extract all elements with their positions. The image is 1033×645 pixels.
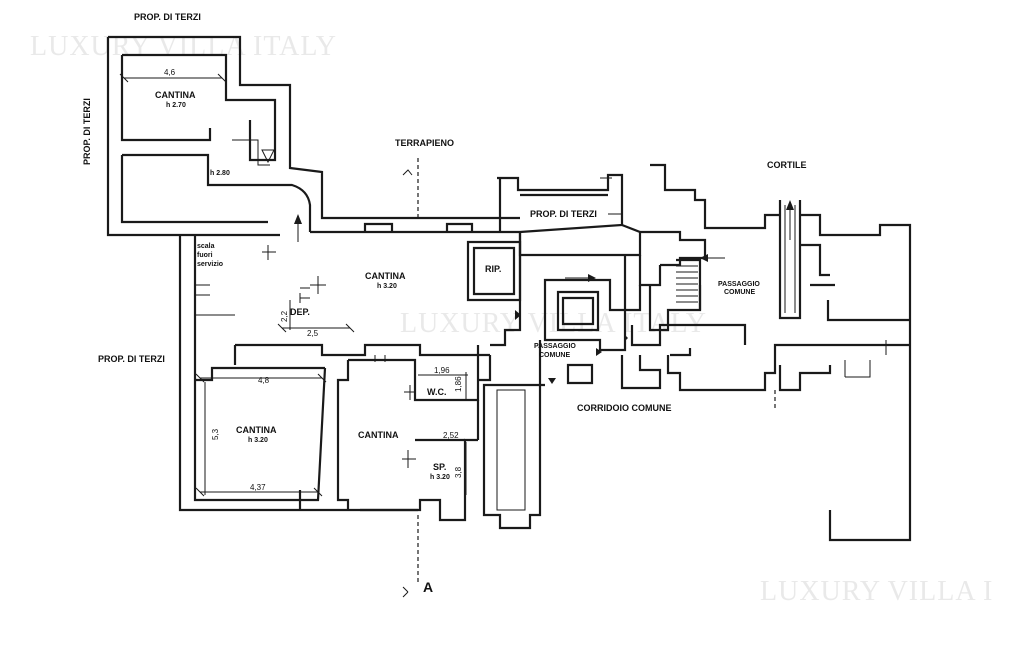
right-block-walls: [538, 163, 912, 542]
label-prop-terzi-left: PROP. DI TERZI: [82, 98, 92, 165]
label-scala: fuori: [197, 252, 213, 259]
watermark: LUXURY VILLA ITALY: [30, 31, 337, 62]
room-cantina-left: CANTINA: [236, 425, 277, 435]
dimension-label: 1,86: [454, 376, 463, 392]
main-walls: [178, 222, 542, 530]
label-comune: COMUNE: [539, 352, 570, 359]
room-height: h 2.80: [210, 170, 230, 177]
dimension-label: 3,8: [454, 466, 463, 478]
cantina-top-walls: [106, 35, 520, 237]
label-section-a: A: [423, 579, 433, 595]
label-prop-terzi-mid: PROP. DI TERZI: [98, 354, 165, 364]
arrows: [294, 200, 794, 384]
dimension-label: 4,37: [250, 483, 266, 492]
label-corridoio-comune: CORRIDOIO COMUNE: [577, 403, 672, 413]
dimension-label: 4,6: [164, 68, 176, 77]
room-cantina-center: CANTINA: [365, 271, 406, 281]
room-cantina-top: CANTINA: [155, 90, 196, 100]
label-prop-terzi-top: PROP. DI TERZI: [134, 12, 201, 22]
label-terrapieno: TERRAPIENO: [395, 138, 454, 148]
watermark: LUXURY VILLA I: [760, 576, 993, 607]
dimension-label: 2,52: [443, 431, 459, 440]
label-scala: servizio: [197, 261, 223, 268]
room-rip: RIP.: [485, 264, 501, 274]
section-lines: [402, 158, 776, 598]
room-height: h 3.20: [248, 437, 268, 444]
label-scala: scala: [197, 243, 215, 250]
room-cantina-mid: CANTINA: [358, 430, 399, 440]
watermark: LUXURY VILLA ITALY: [400, 308, 707, 339]
label-passaggio: PASSAGGIO: [534, 343, 576, 350]
room-dep: DEP.: [290, 307, 310, 317]
dimension-label: 2,2: [280, 310, 289, 322]
room-wc: W.C.: [427, 387, 447, 397]
label-prop-terzi-right: PROP. DI TERZI: [530, 209, 597, 219]
label-cortile: CORTILE: [767, 160, 807, 170]
room-sp: SP.: [433, 462, 446, 472]
label-passaggio: PASSAGGIO: [718, 281, 760, 288]
dimension-label: 4,8: [258, 376, 270, 385]
label-comune: COMUNE: [724, 289, 755, 296]
dimension-label: 2,5: [307, 329, 319, 338]
dimension-label: 1,96: [434, 366, 450, 375]
room-height: h 2.70: [166, 102, 186, 109]
room-height: h 3.20: [377, 283, 397, 290]
dimension-lines: [119, 73, 622, 497]
dimension-label: 5,3: [211, 428, 220, 440]
room-height: h 3.20: [430, 474, 450, 481]
